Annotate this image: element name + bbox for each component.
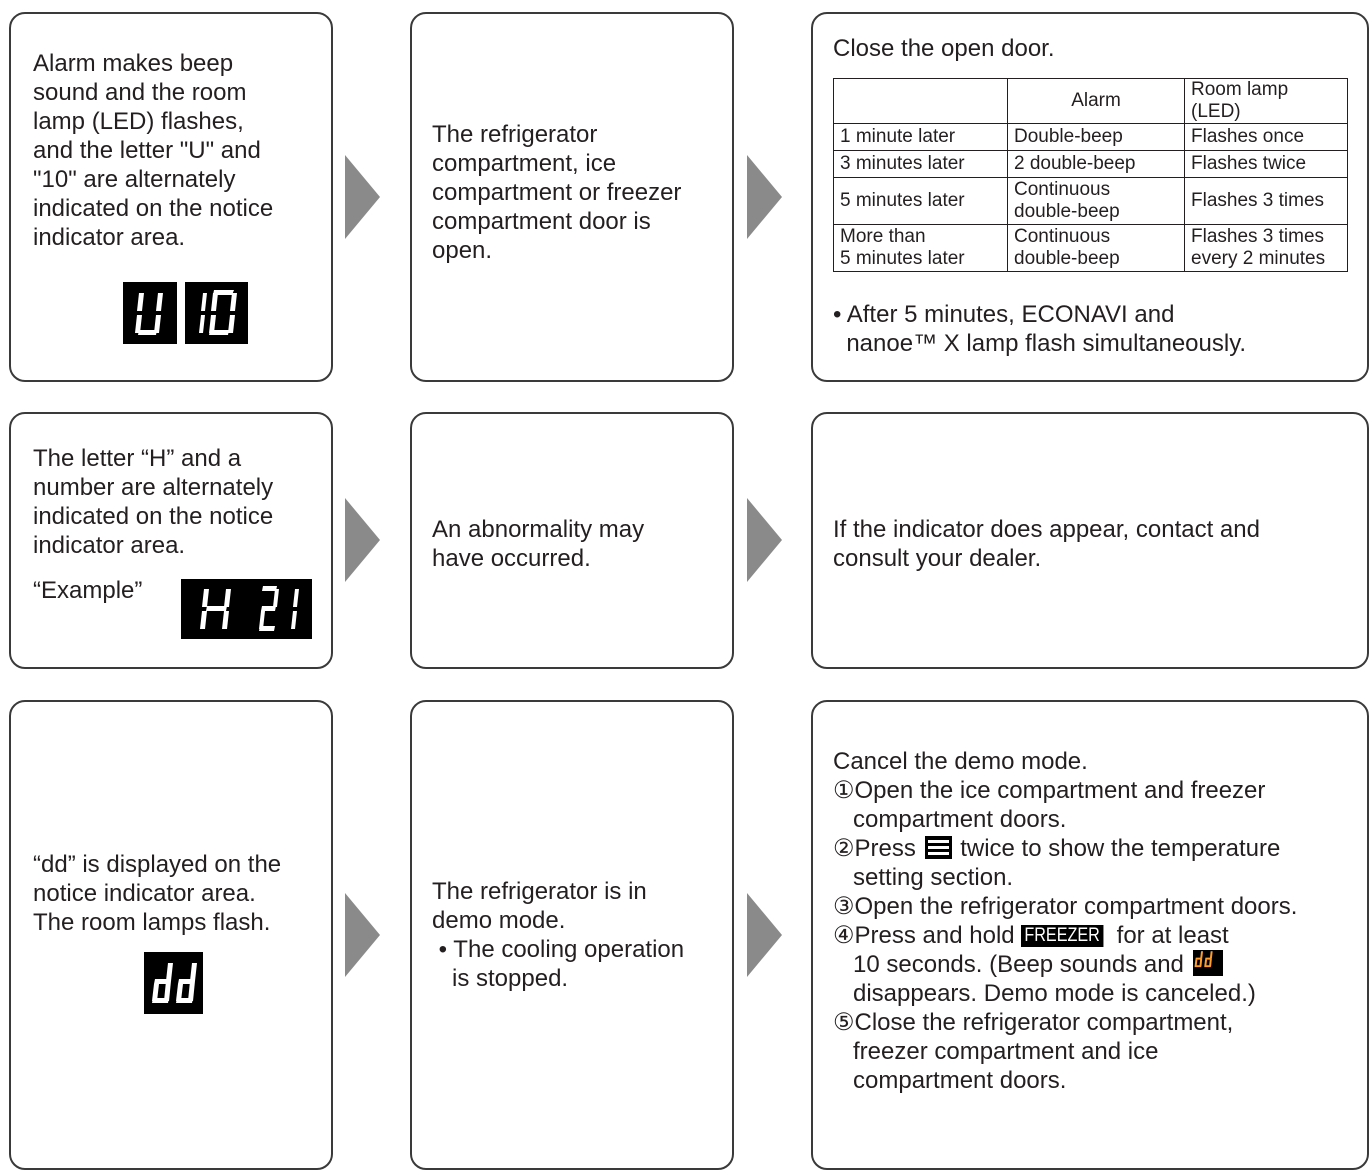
remedy-note: • After 5 minutes, ECONAVI and nanoe™ X …: [833, 301, 1247, 357]
cause-box-door-open: The refrigerator compartment, ice compar…: [410, 12, 734, 382]
table-cell: 1 minute later: [833, 123, 1008, 151]
seven-segment-display-21: [249, 579, 312, 639]
table-cell: Flashes once: [1184, 123, 1348, 151]
table-header-cell: Room lamp (LED): [1184, 78, 1348, 124]
step-4-middle: for at least 10 seconds. (Beep sounds an…: [853, 922, 1229, 978]
remedy-box-door-open: Close the open door. Alarm Room lamp (LE…: [811, 12, 1369, 382]
step-3: ③Open the refrigerator compartment doors…: [833, 893, 1298, 920]
remedy-title: Close the open door.: [833, 35, 1055, 62]
table-row: 1 minute later Double-beep Flashes once: [833, 123, 1348, 151]
table-cell: Flashes 3 times every 2 minutes: [1184, 224, 1348, 272]
condition-text: The letter “H” and a number are alternat…: [33, 445, 274, 559]
cause-text: The refrigerator is in demo mode. • The …: [432, 878, 685, 992]
table-cell: Flashes twice: [1184, 150, 1348, 178]
arrow-right-icon: [345, 893, 380, 977]
seven-segment-display-10: [185, 282, 248, 344]
step-4-suffix: disappears. Demo mode is canceled.): [853, 980, 1256, 1007]
table-row: 3 minutes later 2 double-beep Flashes tw…: [833, 150, 1348, 178]
table-cell: Double-beep: [1007, 123, 1185, 151]
freezer-key-label: FREEZER: [1021, 925, 1104, 947]
table-cell: Flashes 3 times: [1184, 177, 1348, 225]
table-header-row: Alarm Room lamp (LED): [833, 78, 1348, 124]
table-cell: 5 minutes later: [833, 177, 1008, 225]
example-label: “Example”: [33, 577, 143, 604]
alarm-table: Alarm Room lamp (LED) 1 minute later Dou…: [833, 78, 1348, 272]
arrow-right-icon: [747, 155, 782, 239]
condition-box-door-open: Alarm makes beep sound and the room lamp…: [9, 12, 333, 382]
table-cell: Continuous double-beep: [1007, 224, 1185, 272]
cause-box-abnormality: An abnormality may have occurred.: [410, 412, 734, 669]
arrow-right-icon: [345, 498, 380, 582]
condition-text: “dd” is displayed on the notice indicato…: [33, 851, 282, 936]
table-row: More than 5 minutes later Continuous dou…: [833, 224, 1348, 272]
table-header-cell: [833, 78, 1008, 124]
cause-text: An abnormality may have occurred.: [432, 516, 645, 572]
condition-box-demo: “dd” is displayed on the notice indicato…: [9, 700, 333, 1170]
step-2-prefix: ②Press: [833, 835, 923, 862]
arrow-right-icon: [747, 893, 782, 977]
remedy-text: If the indicator does appear, contact an…: [833, 516, 1260, 572]
step-2-suffix: twice to show the temperature setting se…: [853, 835, 1281, 891]
step-1: ①Open the ice compartment and freezer co…: [833, 777, 1266, 833]
dd-display-icon: [1192, 950, 1223, 976]
seven-segment-display-u: [123, 282, 177, 344]
menu-icon: [924, 836, 952, 859]
table-cell: 2 double-beep: [1007, 150, 1185, 178]
seven-segment-display-h: [181, 579, 251, 639]
remedy-title: Cancel the demo mode.: [833, 748, 1088, 775]
table-row: 5 minutes later Continuous double-beep F…: [833, 177, 1348, 225]
cause-box-demo: The refrigerator is in demo mode. • The …: [410, 700, 734, 1170]
condition-text: Alarm makes beep sound and the room lamp…: [33, 50, 274, 251]
table-cell: 3 minutes later: [833, 150, 1008, 178]
table-header-cell: Alarm: [1007, 78, 1185, 124]
step-5: ⑤Close the refrigerator compartment, fre…: [833, 1009, 1234, 1094]
remedy-steps: Cancel the demo mode. ①Open the ice comp…: [833, 747, 1297, 1095]
arrow-right-icon: [345, 155, 380, 239]
remedy-box-abnormality: If the indicator does appear, contact an…: [811, 412, 1369, 669]
remedy-box-demo: Cancel the demo mode. ①Open the ice comp…: [811, 700, 1369, 1170]
step-4-prefix: ④Press and hold: [833, 922, 1022, 949]
arrow-right-icon: [747, 498, 782, 582]
table-cell: Continuous double-beep: [1007, 177, 1185, 225]
table-cell: More than 5 minutes later: [833, 224, 1008, 272]
cause-text: The refrigerator compartment, ice compar…: [432, 121, 682, 264]
seven-segment-display-dd: [144, 952, 203, 1014]
condition-box-abnormality: The letter “H” and a number are alternat…: [9, 412, 333, 669]
